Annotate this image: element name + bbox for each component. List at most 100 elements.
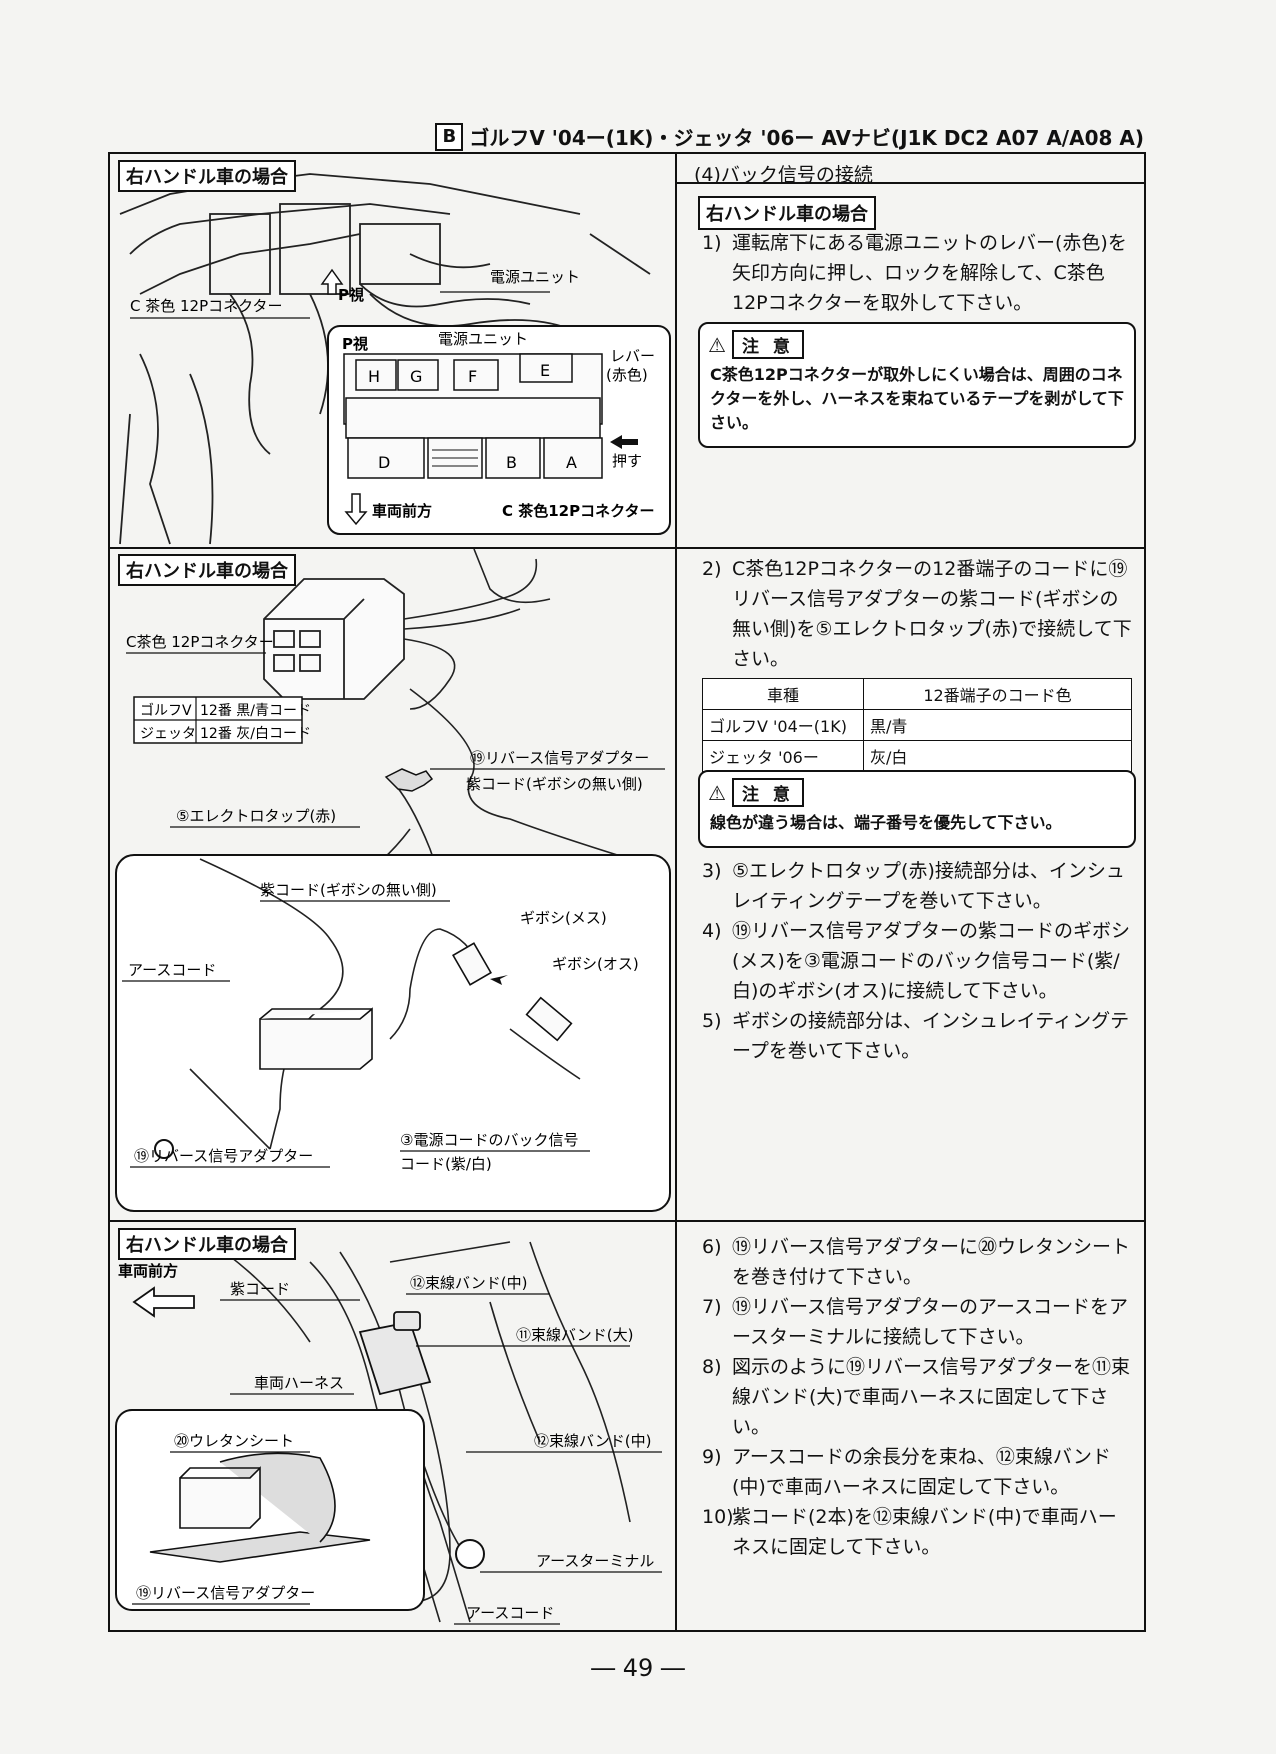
mini-table-cell: ジェッタ bbox=[140, 726, 196, 742]
step-text: ⑤エレクトロタップ(赤)接続部分は、インシュレイティングテープを巻いて下さい。 bbox=[732, 860, 1125, 912]
diagram1-pview-label: P視 bbox=[338, 286, 364, 304]
diagram2-purple-cord-label: 紫コード(ギボシの無い側) bbox=[466, 775, 643, 793]
step-number: 5) bbox=[702, 1010, 722, 1032]
step-number: 7) bbox=[702, 1296, 722, 1318]
page-number: ― 49 ― bbox=[591, 1654, 685, 1682]
table-cell: 灰/白 bbox=[863, 740, 1132, 772]
inset-connector-label: C 茶色12Pコネクター bbox=[502, 502, 655, 520]
inset-title: P視 bbox=[342, 335, 368, 353]
step-number: 9) bbox=[702, 1446, 722, 1468]
block-label: G bbox=[410, 367, 422, 386]
diagram2-adapter-label: ⑲リバース信号アダプター bbox=[470, 749, 649, 767]
diagram2-etap-label: ⑤エレクトロタップ(赤) bbox=[176, 807, 336, 825]
step-number: 8) bbox=[702, 1356, 722, 1378]
warning-icon: ⚠ bbox=[708, 780, 726, 805]
urethane-inset bbox=[115, 1409, 425, 1611]
diagram3-band-large-label: ⑪束線バンド(大) bbox=[516, 1326, 633, 1344]
step-number: 3) bbox=[702, 860, 722, 882]
step-text: ⑲リバース信号アダプターのアースコードをアースターミナルに接続して下さい。 bbox=[732, 1296, 1128, 1348]
mini-table-cell: ゴルフV bbox=[140, 702, 192, 719]
diagram3-front-label: 車両前方 bbox=[118, 1262, 178, 1280]
caution-text: 線色が違う場合は、端子番号を優先して下さい。 bbox=[710, 813, 1062, 832]
caution-box-1: ⚠注 意 C茶色12Pコネクターが取外しにくい場合は、周囲のコネクターを外し、ハ… bbox=[698, 322, 1136, 448]
connection-inset bbox=[115, 854, 671, 1212]
block-label: E bbox=[540, 361, 550, 380]
diagram3-band-mid2-label: ⑫束線バンド(中) bbox=[534, 1432, 651, 1450]
section-title-divider bbox=[677, 182, 1146, 184]
rhd-label: 右ハンドル車の場合 bbox=[698, 196, 876, 230]
step-number: 6) bbox=[702, 1236, 722, 1258]
code-color-table: 車種 12番端子のコード色 ゴルフV '04ー(1K) 黒/青 ジェッタ '06… bbox=[702, 678, 1132, 772]
step-8: 8) 図示のように⑲リバース信号アダプターを⑪束線バンド(大)で車両ハーネスに固定… bbox=[702, 1352, 1132, 1442]
step-number: 10) bbox=[702, 1506, 734, 1528]
diagram3-earth-cord-label: アースコード bbox=[466, 1604, 554, 1622]
table-header-row: 車種 12番端子のコード色 bbox=[702, 678, 1132, 710]
step-text: ギボシの接続部分は、インシュレイティングテープを巻いて下さい。 bbox=[732, 1010, 1130, 1062]
etap-icon bbox=[384, 768, 434, 792]
block-label: A bbox=[566, 453, 577, 472]
diagram2-gibo-male-label: ギボシ(オス) bbox=[552, 955, 639, 973]
caution-label: 注 意 bbox=[731, 778, 804, 807]
connect-arrow-icon bbox=[490, 975, 508, 985]
row-divider-1 bbox=[108, 547, 1146, 549]
step-9: 9)アースコードの余長分を束ね、⑫束線バンド(中)で車両ハーネスに固定して下さい… bbox=[702, 1442, 1132, 1502]
step-1: 1) 運転席下にある電源ユニットのレバー(赤色)を矢印方向に押し、ロックを解除して… bbox=[702, 228, 1132, 318]
mini-table-cell: 12番 灰/白コード bbox=[200, 726, 311, 742]
step-text: ⑲リバース信号アダプターに⑳ウレタンシートを巻き付けて下さい。 bbox=[732, 1236, 1131, 1288]
diagram-adapter: C茶色 12Pコネクター ゴルフV 12番 黒/青コード ジェッタ 12番 灰/… bbox=[115, 549, 671, 1212]
step-text: 運転席下にある電源ユニットのレバー(赤色)を矢印方向に押し、ロックを解除して、C… bbox=[732, 232, 1127, 314]
step-2: 2)C茶色12Pコネクターの12番端子のコードに⑲リバース信号アダプターの紫コー… bbox=[702, 554, 1132, 674]
step-5: 5) ギボシの接続部分は、インシュレイティングテープを巻いて下さい。 bbox=[702, 1006, 1132, 1066]
table-cell: 黒/青 bbox=[863, 709, 1132, 741]
page-header: B ゴルフV '04ー(1K)・ジェッタ '06ー AVナビ(J1K DC2 A… bbox=[435, 122, 1144, 151]
caution-text: C茶色12Pコネクターが取外しにくい場合は、周囲のコネクターを外し、ハーネスを束… bbox=[710, 365, 1124, 432]
diagram3-purple-cord-label: 紫コード bbox=[230, 1280, 290, 1298]
diagram3-adapter-label: ⑲リバース信号アダプター bbox=[136, 1584, 315, 1602]
inset-power-unit-label: 電源ユニット bbox=[438, 330, 528, 348]
table-cell: ゴルフV '04ー(1K) bbox=[702, 709, 864, 741]
warning-icon: ⚠ bbox=[708, 332, 726, 357]
earth-lug-icon bbox=[154, 1139, 174, 1159]
table-header: 12番端子のコード色 bbox=[863, 678, 1132, 710]
step-10: 10)紫コード(2本)を⑫束線バンド(中)で車両ハーネスに固定して下さい。 bbox=[702, 1502, 1132, 1562]
diagram1-connector-label: C 茶色 12Pコネクター bbox=[130, 297, 283, 315]
block-label: D bbox=[378, 453, 390, 472]
step-text: 紫コード(2本)を⑫束線バンド(中)で車両ハーネスに固定して下さい。 bbox=[732, 1506, 1117, 1558]
column-divider bbox=[675, 152, 677, 1632]
diagram3-title: 右ハンドル車の場合 bbox=[118, 1228, 296, 1260]
step-text: ⑲リバース信号アダプターの紫コードのギボシ(メス)を③電源コードのバック信号コー… bbox=[732, 920, 1131, 1002]
section-title: (4)バック信号の接続 bbox=[694, 164, 873, 186]
step-number: 4) bbox=[702, 920, 722, 942]
diagram-harness: 車両前方 紫コード ⑫束線バンド(中) ⑪束線バンド(大) 車両ハーネス ⑳ウレ… bbox=[115, 1241, 662, 1625]
step-text: C茶色12Pコネクターの12番端子のコードに⑲リバース信号アダプターの紫コード(… bbox=[732, 558, 1132, 670]
inset-lever-color-label: (赤色) bbox=[606, 366, 648, 384]
table-header: 車種 bbox=[702, 678, 864, 710]
diagram2-adapter2-label: ⑲リバース信号アダプター bbox=[134, 1147, 313, 1165]
diagram2-purple-cord2-label: 紫コード(ギボシの無い側) bbox=[260, 881, 437, 899]
diagram2-back-signal2-label: コード(紫/白) bbox=[400, 1155, 492, 1173]
step-3: 3) ⑤エレクトロタップ(赤)接続部分は、インシュレイティングテープを巻いて下さい… bbox=[702, 856, 1132, 916]
block-label: H bbox=[368, 367, 380, 386]
caution-box-2: ⚠注 意 線色が違う場合は、端子番号を優先して下さい。 bbox=[698, 770, 1136, 848]
front-arrow-icon bbox=[344, 493, 368, 526]
diagram-power-unit: P視 電源ユニット C 茶色 12Pコネクター P視 電源ユニット レバー (赤… bbox=[119, 173, 671, 545]
inset-push-label: 押す bbox=[612, 452, 642, 470]
block-label: B bbox=[506, 453, 517, 472]
inset-lever-label: レバー bbox=[610, 347, 655, 365]
p-view-arrow-icon bbox=[320, 268, 344, 295]
diagram2-title: 右ハンドル車の場合 bbox=[118, 554, 296, 586]
step-7: 7) ⑲リバース信号アダプターのアースコードをアースターミナルに接続して下さい。 bbox=[702, 1292, 1132, 1352]
diagram1-title: 右ハンドル車の場合 bbox=[118, 160, 296, 192]
mini-table-cell: 12番 黒/青コード bbox=[200, 703, 311, 719]
step-text: 図示のように⑲リバース信号アダプターを⑪束線バンド(大)で車両ハーネスに固定して… bbox=[732, 1356, 1131, 1438]
step-6: 6) ⑲リバース信号アダプターに⑳ウレタンシートを巻き付けて下さい。 bbox=[702, 1232, 1132, 1292]
earth-terminal-icon bbox=[455, 1539, 485, 1569]
diagram3-harness-label: 車両ハーネス bbox=[254, 1374, 344, 1392]
step-number: 1) bbox=[702, 232, 722, 254]
front-arrow-icon bbox=[132, 1286, 195, 1318]
table-row: ゴルフV '04ー(1K) 黒/青 bbox=[702, 709, 1132, 741]
row-divider-2 bbox=[108, 1220, 1146, 1222]
table-cell: ジェッタ '06ー bbox=[702, 740, 864, 772]
diagram3-urethane-label: ⑳ウレタンシート bbox=[174, 1432, 294, 1450]
